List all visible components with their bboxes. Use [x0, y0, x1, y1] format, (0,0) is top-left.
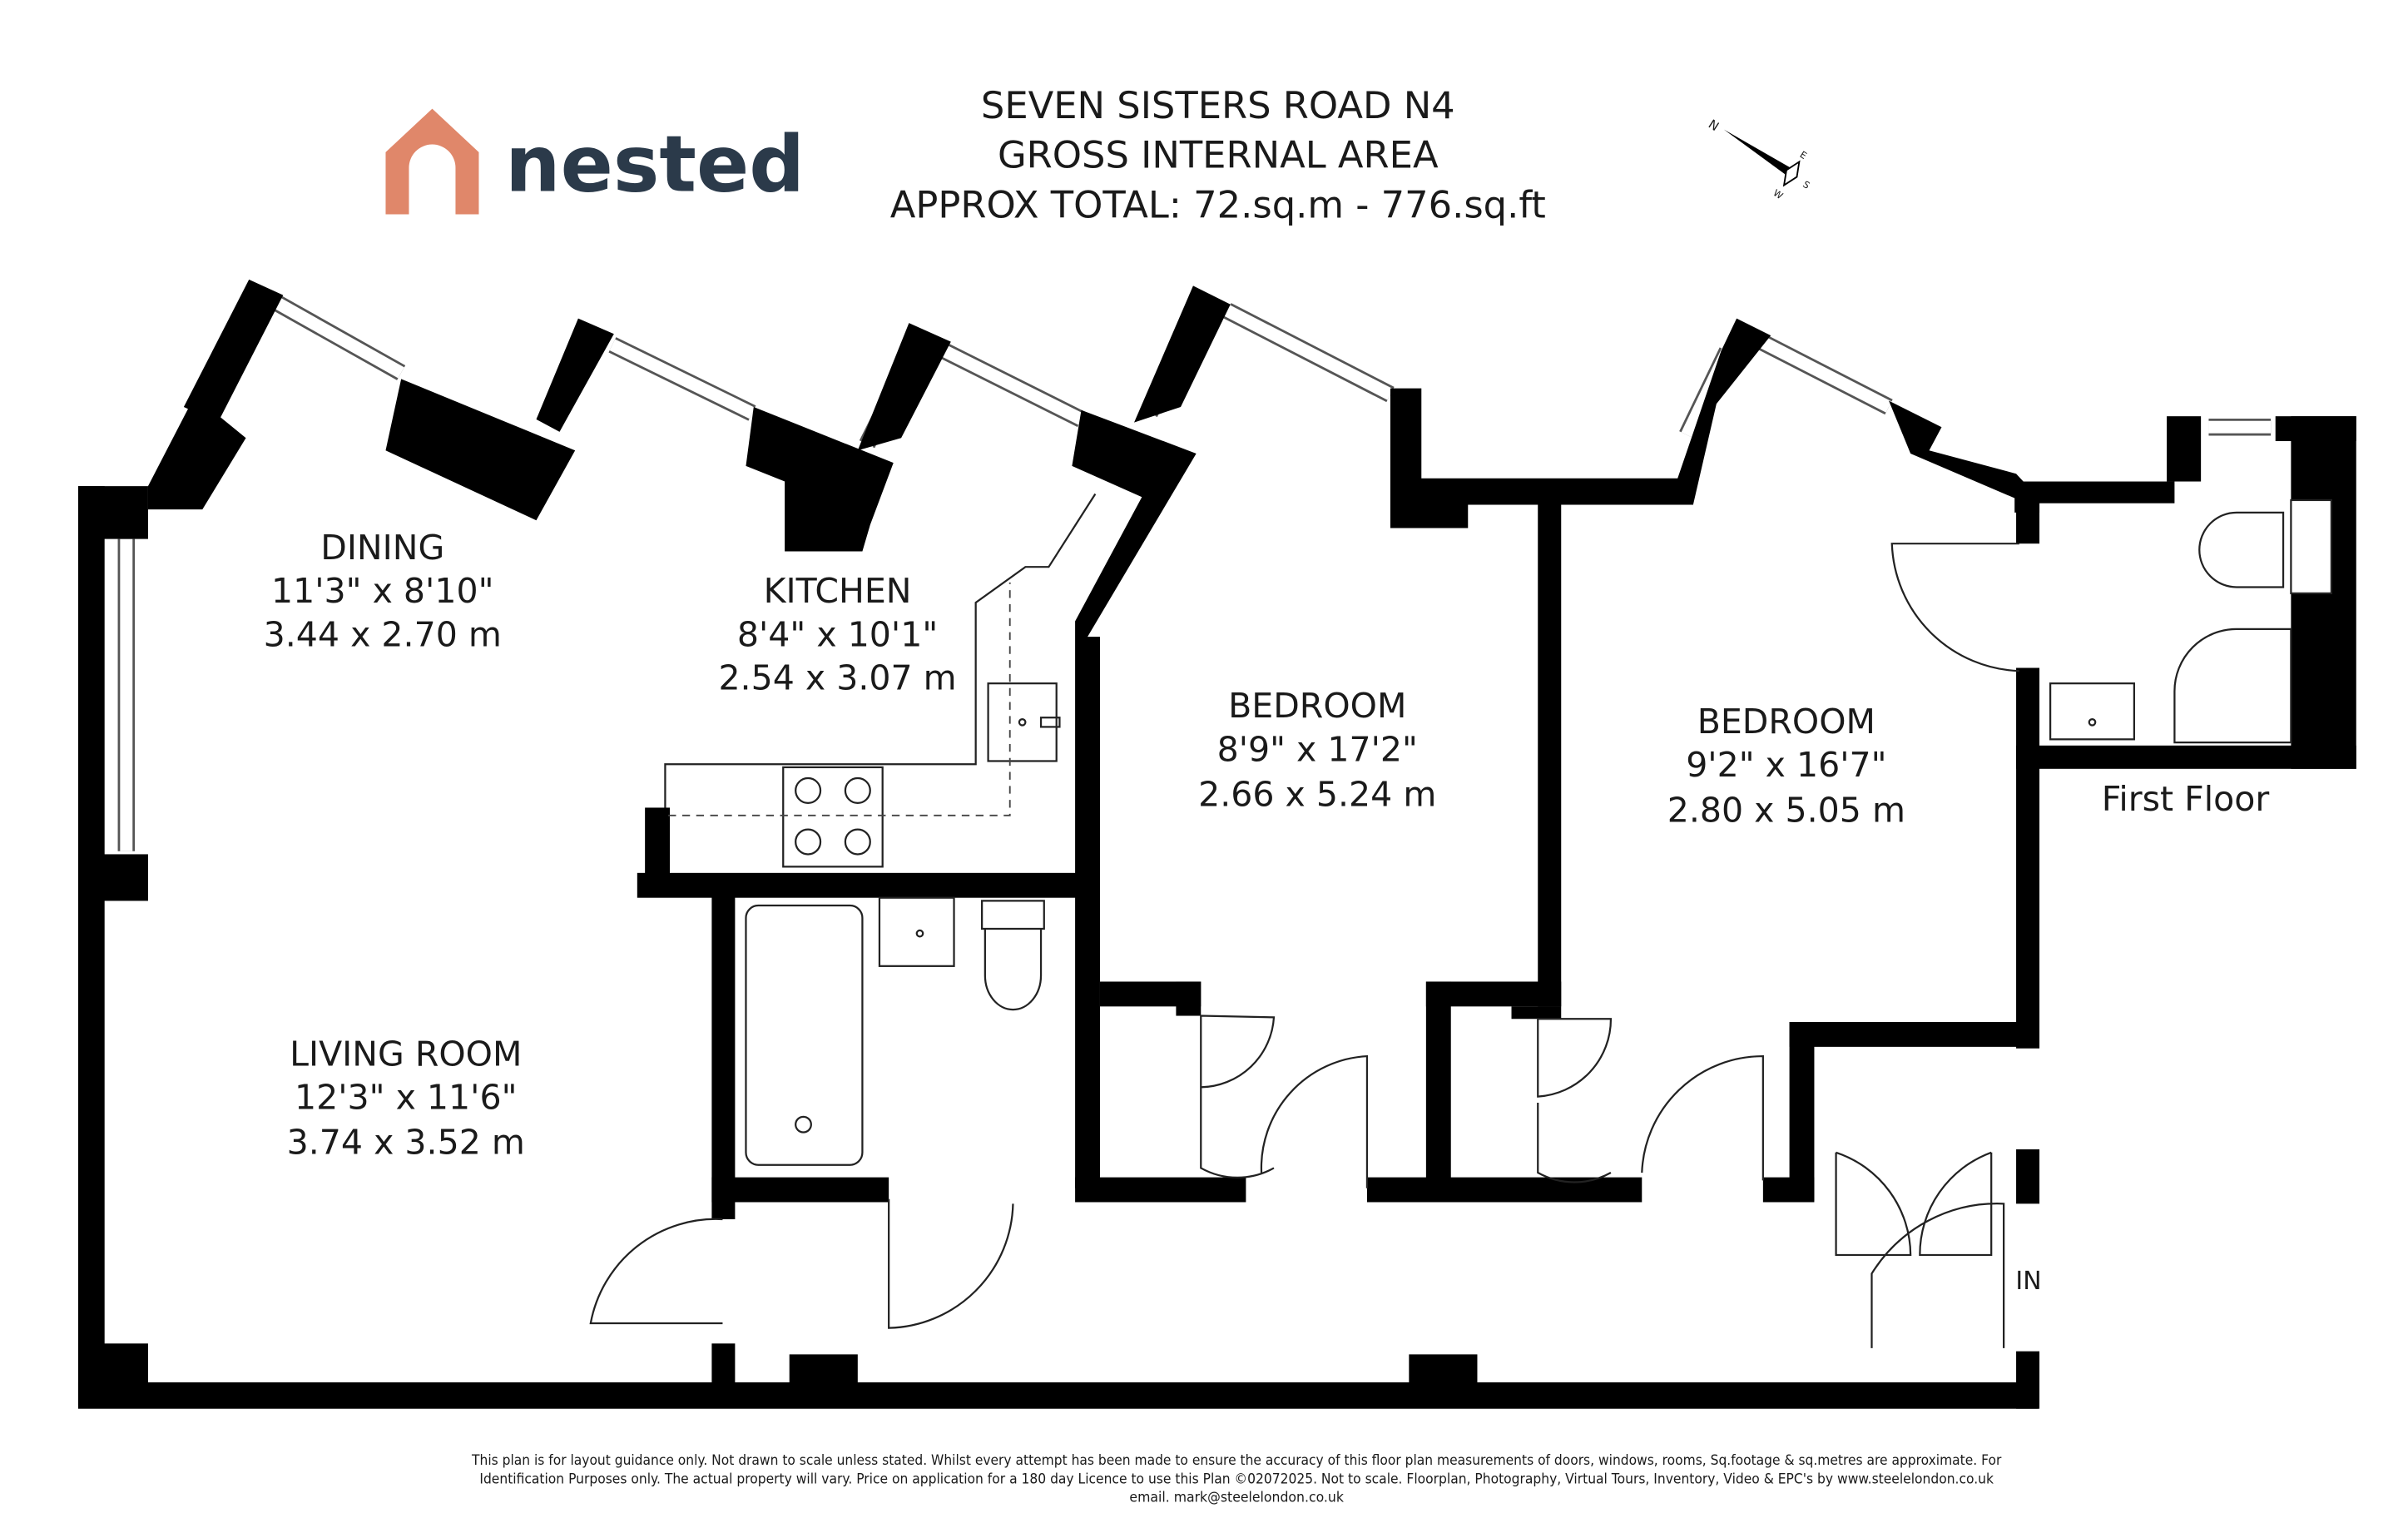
- shower: [2173, 628, 2292, 744]
- compass-e: E: [1798, 149, 1809, 161]
- disclaimer-line: Identification Purposes only. The actual…: [479, 1470, 1994, 1486]
- compass-s: S: [1801, 179, 1811, 191]
- room-metric: 3.74 x 3.52 m: [287, 1123, 525, 1163]
- disclaimer-line: This plan is for layout guidance only. N…: [471, 1451, 2001, 1468]
- area-header: SEVEN SISTERS ROAD N4 GROSS INTERNAL ARE…: [890, 83, 1546, 226]
- room-metric: 3.44 x 2.70 m: [264, 614, 502, 654]
- compass-w: W: [1771, 187, 1785, 201]
- room-metric: 2.54 x 3.07 m: [718, 658, 956, 698]
- ensuite-basin: [2049, 682, 2136, 741]
- room-imperial: 9'2" x 16'7": [1686, 745, 1886, 785]
- room-name: KITCHEN: [764, 571, 912, 611]
- room-name: BEDROOM: [1228, 686, 1406, 726]
- fixtures: [664, 493, 2292, 1166]
- address-title: SEVEN SISTERS ROAD N4: [981, 83, 1455, 127]
- disclaimer-line: email. mark@steelelondon.co.uk: [1129, 1489, 1344, 1506]
- room-imperial: 8'4" x 10'1": [737, 614, 938, 654]
- room-name: DINING: [320, 528, 444, 568]
- kitchen-sink: [987, 682, 1058, 762]
- entrance-label: IN: [2015, 1267, 2041, 1296]
- bathtub: [745, 904, 864, 1166]
- area-total: APPROX TOTAL: 72.sq.m - 776.sq.ft: [890, 182, 1546, 226]
- doors: [589, 543, 2019, 1348]
- room-imperial: 12'3" x 11'6": [295, 1078, 517, 1118]
- room-name: BEDROOM: [1697, 702, 1875, 742]
- house-logo-icon: [385, 108, 479, 215]
- ensuite-toilet: [2198, 511, 2285, 588]
- nested-logo: nested: [385, 108, 805, 215]
- room-imperial: 11'3" x 8'10": [271, 571, 493, 611]
- area-subtitle: GROSS INTERNAL AREA: [998, 133, 1439, 177]
- room-metric: 2.80 x 5.05 m: [1667, 790, 1905, 830]
- room-metric: 2.66 x 5.24 m: [1198, 775, 1436, 815]
- brand-name: nested: [505, 120, 805, 211]
- walls: [77, 279, 2356, 1409]
- disclaimer: This plan is for layout guidance only. N…: [471, 1451, 2001, 1506]
- compass-n: N: [1706, 117, 1722, 134]
- floor-label: First Floor: [2102, 779, 2270, 819]
- compass-icon: N E S W: [1706, 117, 1811, 201]
- room-labels: DINING 11'3" x 8'10" 3.44 x 2.70 m KITCH…: [264, 528, 1905, 1163]
- room-name: LIVING ROOM: [290, 1034, 522, 1074]
- room-imperial: 8'9" x 17'2": [1217, 729, 1418, 769]
- toilet: [981, 900, 1045, 1011]
